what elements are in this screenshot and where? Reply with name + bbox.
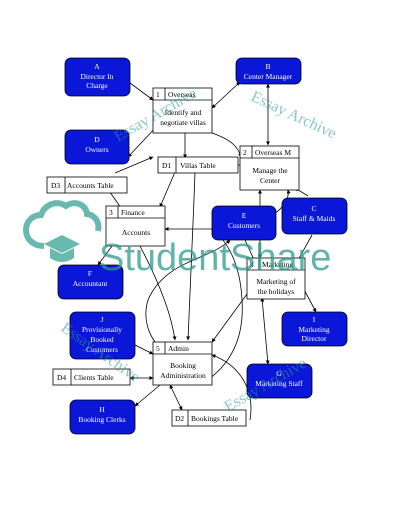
entity-g: G Marketing Staff [246, 363, 313, 399]
process-body-line: Center [260, 176, 280, 185]
flow-p3-f [97, 245, 113, 266]
flow-d1-p3 [159, 171, 176, 208]
entity-letter: G [276, 369, 282, 378]
entity-label-line: Director [302, 334, 327, 343]
process-5: 5 Admin Booking Administration [152, 341, 213, 386]
flow-p1-p2 [211, 132, 242, 158]
process-body-line: Administration [160, 371, 206, 380]
data-store-id: D1 [162, 161, 171, 170]
flow-p5-e [199, 231, 243, 386]
process-number: 3 [109, 208, 113, 217]
entity-letter: F [88, 269, 92, 278]
entity-letter: D [94, 135, 100, 144]
entity-label-line: Marketing [298, 325, 329, 334]
entity-label-line: Provisionally [82, 325, 122, 334]
process-3: 3 Finance Accounts [105, 205, 166, 247]
data-store-name: Villas Table [180, 161, 216, 170]
process-body-line: Marketing of [256, 277, 296, 286]
entity-c: C Staff & Maids [281, 197, 348, 235]
entity-d: D Owners [64, 129, 130, 165]
data-store-d3: D3 Accounts Table [46, 176, 128, 194]
entity-letter: B [265, 62, 270, 71]
entity-label-line: Center Manager [244, 72, 293, 81]
data-store-id: D3 [51, 181, 60, 190]
process-body-line: Booking [170, 361, 196, 370]
entity-label-line: Staff & Maids [293, 214, 336, 223]
process-title: Overseas M [255, 148, 291, 157]
data-store-d1: D1 Villas Table [157, 156, 239, 174]
entity-e: E Customers [211, 205, 277, 241]
process-4: 4 Marketing Marketing of the holidays [246, 257, 306, 300]
watermark-brand: StudentShare [99, 237, 331, 279]
data-store-d2: D2 Bookings Table [171, 409, 247, 427]
entity-label-line: Customers [86, 345, 118, 354]
process-number: 1 [156, 90, 160, 99]
entity-j: J Provisionally Booked Customers [69, 311, 136, 360]
flow-p4-p5 [211, 289, 251, 343]
process-number: 2 [243, 148, 247, 157]
entity-letter: C [311, 204, 316, 213]
entity-label-line: Marketing Staff [255, 379, 303, 388]
entity-letter: J [101, 315, 104, 324]
flow-p5-g [211, 354, 252, 421]
entity-label-line: Booking Clerks [78, 415, 125, 424]
flow-p5-d2 [169, 384, 183, 411]
process-title: Marketing [262, 260, 293, 269]
flow-d-p3 [114, 156, 154, 174]
entity-label-line: Customers [228, 221, 260, 230]
flow-p4-g [260, 297, 270, 365]
flow-p4-c [296, 234, 313, 263]
process-1: 1 Overseas Identify and negotiate villas [152, 87, 213, 134]
watermark-archive-right: Essay Archive [248, 88, 339, 142]
flow-d1-p5 [186, 171, 196, 341]
process-title: Admin [168, 344, 189, 353]
entity-label-line: Accountant [73, 279, 108, 288]
process-number: 5 [156, 344, 160, 353]
data-store-name: Clients Table [74, 373, 114, 382]
data-store-id: D4 [57, 373, 66, 382]
flow-p1-b [211, 81, 241, 109]
entity-i: I Marketing Director [281, 311, 348, 347]
process-body-line: Manage the [252, 166, 288, 175]
entity-letter: H [99, 405, 105, 414]
process-number: 4 [250, 260, 254, 269]
flow-e-p5 [145, 239, 231, 343]
flow-a-p1 [129, 82, 154, 101]
flow-p3-p5 [139, 245, 177, 341]
entity-letter: E [242, 211, 247, 220]
process-title: Finance [121, 208, 145, 217]
entity-f: F Accountant [57, 264, 124, 300]
process-2: 2 Overseas M Manage the Center [239, 145, 300, 191]
flow-h-p5 [134, 384, 161, 407]
graduation-cap-icon [22, 200, 102, 262]
entity-label-line: Booked [90, 335, 114, 344]
entity-a: A Director In Charge [64, 57, 131, 97]
process-body-line: the holidays [258, 287, 295, 296]
data-store-d4: D4 Clients Table [52, 368, 131, 386]
entity-label-line: Director In [80, 72, 113, 81]
data-store-name: Bookings Table [191, 414, 239, 423]
entity-label-line: Owners [85, 145, 108, 154]
process-body-line: Accounts [122, 228, 150, 237]
data-store-id: D2 [175, 414, 184, 423]
entity-label-line: Charge [86, 81, 108, 90]
entity-letter: A [94, 62, 100, 71]
process-body-line: negotiate villas [160, 118, 206, 127]
process-title: Overseas [168, 90, 196, 99]
entity-letter: I [313, 315, 316, 324]
entity-b: B Center Manager [235, 57, 302, 85]
data-store-name: Accounts Table [67, 181, 114, 190]
entity-h: H Booking Clerks [69, 399, 136, 435]
process-body-line: Identify and [165, 108, 202, 117]
